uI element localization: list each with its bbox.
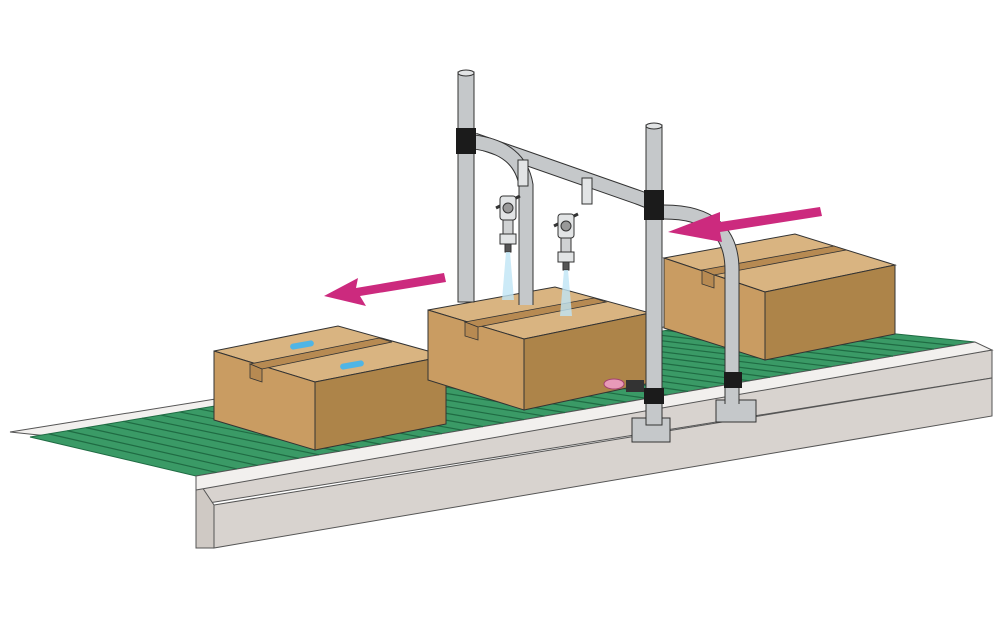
box-exit bbox=[213, 325, 447, 451]
gun-hanger-2 bbox=[581, 177, 593, 205]
frame-post-back-cap bbox=[457, 69, 475, 77]
box-spraying-tape-flap bbox=[464, 321, 479, 341]
frame-post-front-cap bbox=[645, 122, 663, 130]
spray-gun-2 bbox=[553, 212, 579, 271]
frame-joint-back bbox=[456, 128, 476, 154]
box-exit-label-1 bbox=[290, 340, 314, 350]
box-exit-side bbox=[314, 355, 447, 451]
belt-slat bbox=[123, 420, 299, 459]
photo-sensor bbox=[603, 378, 644, 392]
frame-joint-front bbox=[644, 190, 664, 220]
frame-joint-lower-front bbox=[644, 388, 664, 404]
outgoing-arrow bbox=[324, 273, 446, 306]
frame-joint-lower-back bbox=[724, 372, 742, 388]
belt-slat bbox=[104, 423, 279, 463]
spray-jet-2 bbox=[560, 270, 572, 316]
box-exit-tape-flap bbox=[249, 363, 263, 383]
frame-post-back bbox=[457, 71, 475, 303]
box-incoming-side bbox=[764, 264, 896, 361]
belt-slat bbox=[67, 430, 238, 470]
belt-slat bbox=[48, 433, 217, 474]
belt-slat bbox=[85, 427, 258, 467]
belt-slat bbox=[141, 417, 320, 456]
box-incoming-tape-flap bbox=[701, 269, 715, 289]
incoming-arrow bbox=[668, 207, 822, 242]
spray-jet-1 bbox=[502, 252, 514, 300]
spray-frame bbox=[456, 69, 742, 426]
spray-gun-1 bbox=[495, 194, 521, 253]
conveyor-front-lip bbox=[195, 341, 994, 491]
gun-hanger-1 bbox=[517, 159, 529, 187]
frame-post-front bbox=[645, 124, 663, 426]
box-exit-label-2 bbox=[340, 360, 364, 370]
sensor-lens bbox=[603, 378, 625, 390]
